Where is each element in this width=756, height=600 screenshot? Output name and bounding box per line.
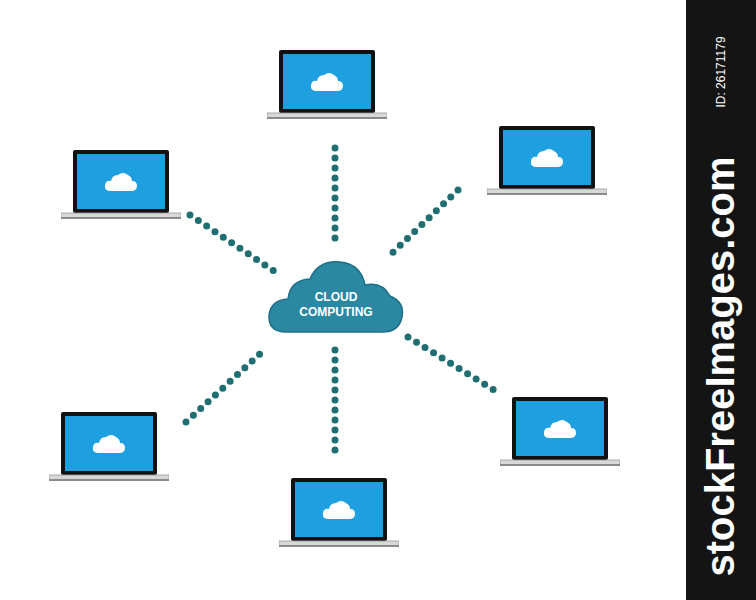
dotted-links (186, 148, 494, 452)
cloud-outline (269, 262, 403, 332)
watermark: stockFreeImages.com (697, 156, 742, 576)
laptop-icon (49, 412, 169, 481)
dotted-link (332, 148, 339, 246)
laptop-icon (267, 50, 387, 119)
node-title: CLOUD COMPUTING (294, 290, 378, 320)
dotted-link (332, 350, 339, 452)
laptop-icon (487, 126, 607, 195)
laptop-icon (61, 150, 181, 219)
image-id: ID: 26171179 (714, 36, 728, 107)
laptop-icon (500, 397, 620, 466)
cloud-node: CLOUD COMPUTING (266, 256, 406, 338)
dotted-link (190, 215, 274, 271)
dotted-link (186, 352, 262, 422)
watermark-bar (686, 0, 756, 600)
laptops (49, 50, 620, 547)
dotted-link (386, 190, 458, 259)
laptop-icon (279, 478, 399, 547)
dotted-link (408, 337, 494, 390)
